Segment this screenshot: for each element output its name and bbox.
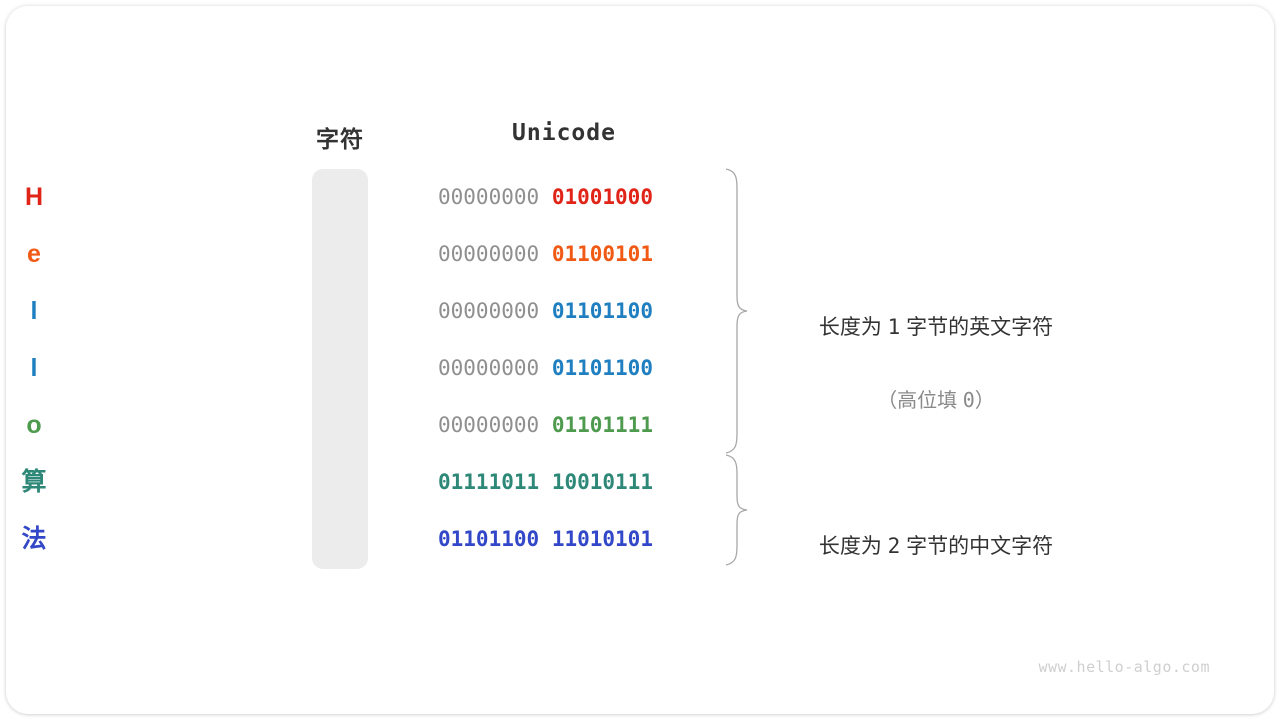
- character-cell: 算: [21, 468, 47, 496]
- column-header-unicode: Unicode: [512, 120, 616, 146]
- binary-high-byte: 00000000: [438, 185, 540, 209]
- annotation-chinese-characters: 长度为 2 字节的中文字符: [774, 494, 1098, 596]
- character-cell: 法: [21, 525, 47, 553]
- annotation-1-line-2-suffix: ）: [974, 390, 995, 412]
- binary-byte-separator: [539, 527, 552, 551]
- binary-row: 00000000 01001000: [438, 169, 690, 226]
- character-cell: o: [26, 411, 42, 439]
- binary-low-byte: 01101100: [551, 356, 653, 380]
- watermark: www.hello-algo.com: [1038, 658, 1210, 676]
- binary-low-byte: 01101100: [551, 299, 653, 323]
- binary-high-byte: 00000000: [438, 242, 540, 266]
- annotation-english-characters: 长度为 1 字节的英文字符 （高位填 0）: [774, 275, 1098, 449]
- binary-byte-separator: [539, 185, 552, 209]
- brace-chinese-characters: [725, 454, 748, 566]
- binary-byte-separator: [539, 299, 552, 323]
- annotation-2-line-1-prefix: 长度为: [818, 535, 888, 558]
- binary-byte-separator: [539, 470, 552, 494]
- annotation-1-line-2-prefix: （高位填: [877, 390, 963, 412]
- binary-row: 01101100 11010101: [438, 511, 690, 568]
- annotation-1-line-2-number: 0: [962, 388, 975, 412]
- binary-row: 00000000 01101100: [438, 283, 690, 340]
- binary-low-byte: 10010111: [551, 470, 653, 494]
- binary-row: 00000000 01101100: [438, 340, 690, 397]
- annotation-1-line-2: （高位填 0）: [774, 384, 1098, 413]
- brace-english-characters: [725, 168, 748, 454]
- column-header-character: 字符: [316, 126, 364, 152]
- character-cell: e: [27, 240, 41, 268]
- binary-byte-separator: [539, 242, 552, 266]
- annotation-1-line-1-suffix: 字节的英文字符: [900, 316, 1054, 339]
- binary-high-byte: 01101100: [438, 527, 540, 551]
- binary-low-byte: 11010101: [551, 527, 653, 551]
- annotation-2-line-1-number: 2: [887, 534, 901, 558]
- binary-byte-separator: [539, 413, 552, 437]
- binary-byte-separator: [539, 356, 552, 380]
- annotation-1-line-1-number: 1: [887, 315, 901, 339]
- character-column-panel: [312, 169, 368, 569]
- binary-row: 00000000 01101111: [438, 397, 690, 454]
- binary-high-byte: 00000000: [438, 299, 540, 323]
- character-cell: l: [30, 354, 38, 382]
- character-cell: l: [30, 297, 38, 325]
- binary-high-byte: 00000000: [438, 356, 540, 380]
- binary-low-byte: 01100101: [551, 242, 653, 266]
- binary-low-byte: 01001000: [551, 185, 653, 209]
- binary-row: 00000000 01100101: [438, 226, 690, 283]
- character-cell: H: [24, 183, 44, 211]
- binary-high-byte: 01111011: [438, 470, 540, 494]
- annotation-2-line-1: 长度为 2 字节的中文字符: [774, 530, 1098, 560]
- annotation-1-line-1: 长度为 1 字节的英文字符: [774, 311, 1098, 341]
- binary-high-byte: 00000000: [438, 413, 540, 437]
- binary-row: 01111011 10010111: [438, 454, 690, 511]
- annotation-1-line-1-prefix: 长度为: [818, 316, 888, 339]
- binary-low-byte: 01101111: [551, 413, 653, 437]
- annotation-2-line-1-suffix: 字节的中文字符: [900, 535, 1054, 558]
